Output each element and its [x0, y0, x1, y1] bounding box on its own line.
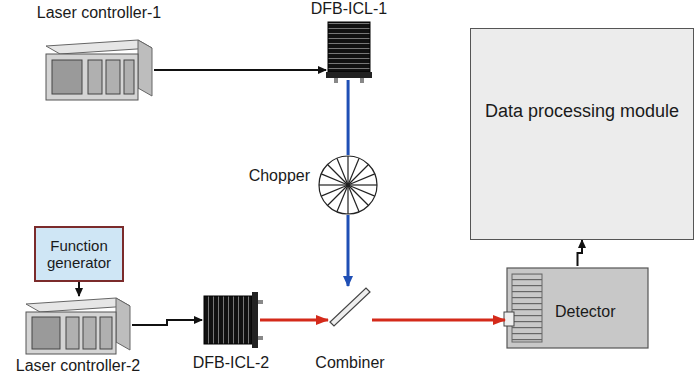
- detector-housing: [504, 268, 648, 348]
- detector: Detector: [505, 266, 650, 350]
- beam-combiner: Combiner: [328, 286, 372, 330]
- laser-source: DFB-ICL-2: [202, 292, 260, 348]
- beam-connector: [132, 320, 202, 325]
- beam-connector: [347, 80, 350, 155]
- node-label: Detector: [555, 303, 615, 321]
- dfb-icl-1-laser: [326, 22, 372, 83]
- beam-connector: [347, 215, 350, 286]
- node-label: Chopper: [249, 167, 310, 185]
- beam-connector: [154, 69, 326, 71]
- chopper-wheel: [319, 156, 377, 214]
- device-unit: Laser controller-1: [44, 38, 154, 102]
- node-label: Function generator: [40, 237, 118, 272]
- beam-connector: [372, 318, 505, 321]
- generator-box: Function generator: [34, 226, 124, 282]
- combiner-plate: [330, 288, 370, 326]
- node-label: Combiner: [315, 354, 384, 372]
- device-unit: Laser controller-2: [24, 296, 132, 354]
- beam-connector: [260, 319, 328, 322]
- beam-connector: [578, 240, 583, 266]
- node-label: Data processing module: [475, 101, 689, 122]
- module-box: Data processing module: [470, 28, 694, 240]
- laser-controller-1-unit: [46, 40, 152, 100]
- node-label: DFB-ICL-2: [193, 354, 269, 372]
- node-label: DFB-ICL-1: [311, 0, 387, 18]
- node-label: Laser controller-2: [16, 357, 141, 375]
- laser-controller-2-unit: [26, 298, 130, 354]
- chopper: Chopper: [318, 155, 378, 215]
- dfb-icl-2-laser: [204, 292, 263, 348]
- node-label: Laser controller-1: [37, 4, 162, 22]
- beam-connector: [78, 282, 80, 296]
- laser-source: DFB-ICL-1: [326, 20, 372, 80]
